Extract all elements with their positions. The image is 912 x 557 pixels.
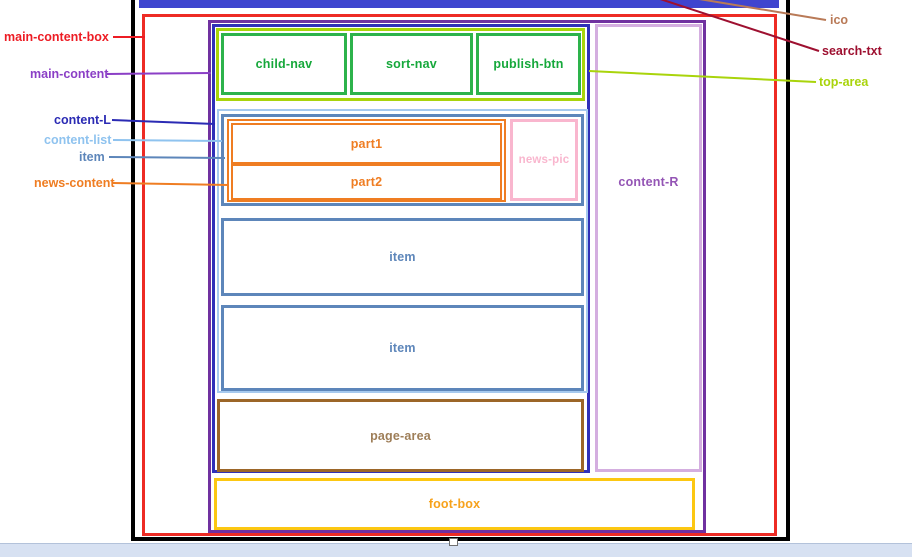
sort-nav-label: sort-nav bbox=[386, 57, 437, 71]
item-label: item bbox=[389, 341, 416, 355]
annotation-content-l: content-L bbox=[54, 113, 111, 127]
content-list-box bbox=[217, 109, 588, 393]
foot-box-label: foot-box bbox=[428, 497, 481, 511]
annotation-ico: ico bbox=[830, 13, 849, 27]
part2-label: part2 bbox=[350, 175, 383, 189]
top-area-box bbox=[216, 28, 585, 101]
publish-btn-box: publish-btn bbox=[476, 33, 581, 95]
top-bar-box bbox=[139, 0, 779, 8]
part1-box: part1 bbox=[231, 123, 502, 164]
page-area-box: page-area bbox=[217, 399, 584, 472]
annotation-item: item bbox=[79, 150, 105, 164]
sort-nav-box: sort-nav bbox=[350, 33, 473, 95]
annotation-main-content-box: main-content-box bbox=[4, 30, 109, 44]
content-right-column: content-R bbox=[595, 24, 702, 472]
item-label: item bbox=[389, 250, 416, 264]
annotation-news-content: news-content bbox=[34, 176, 115, 190]
annotation-main-content: main-content bbox=[30, 67, 109, 81]
item-box-1 bbox=[221, 114, 584, 206]
news-pic-label: news-pic bbox=[518, 154, 570, 166]
annotation-content-list: content-list bbox=[44, 133, 112, 147]
main-content-area bbox=[208, 20, 706, 533]
outer-frame-box bbox=[131, 0, 790, 541]
annotation-search-txt: search-txt bbox=[822, 44, 882, 58]
child-nav-box: child-nav bbox=[221, 33, 347, 95]
publish-btn-label: publish-btn bbox=[493, 57, 564, 71]
part2-box: part2 bbox=[231, 164, 502, 200]
page-area-label: page-area bbox=[370, 428, 431, 443]
news-content-box bbox=[227, 119, 506, 202]
news-pic-box: news-pic bbox=[510, 119, 578, 201]
canvas-resize-handle[interactable] bbox=[449, 538, 458, 546]
annotation-top-area: top-area bbox=[819, 75, 869, 89]
item-box-3: item bbox=[221, 305, 584, 391]
part1-label: part1 bbox=[350, 136, 383, 151]
child-nav-label: child-nav bbox=[255, 57, 313, 71]
content-r-label: content-R bbox=[618, 175, 679, 189]
item-box-2: item bbox=[221, 218, 584, 296]
main-content-box bbox=[142, 14, 777, 536]
foot-box: foot-box bbox=[214, 478, 695, 530]
